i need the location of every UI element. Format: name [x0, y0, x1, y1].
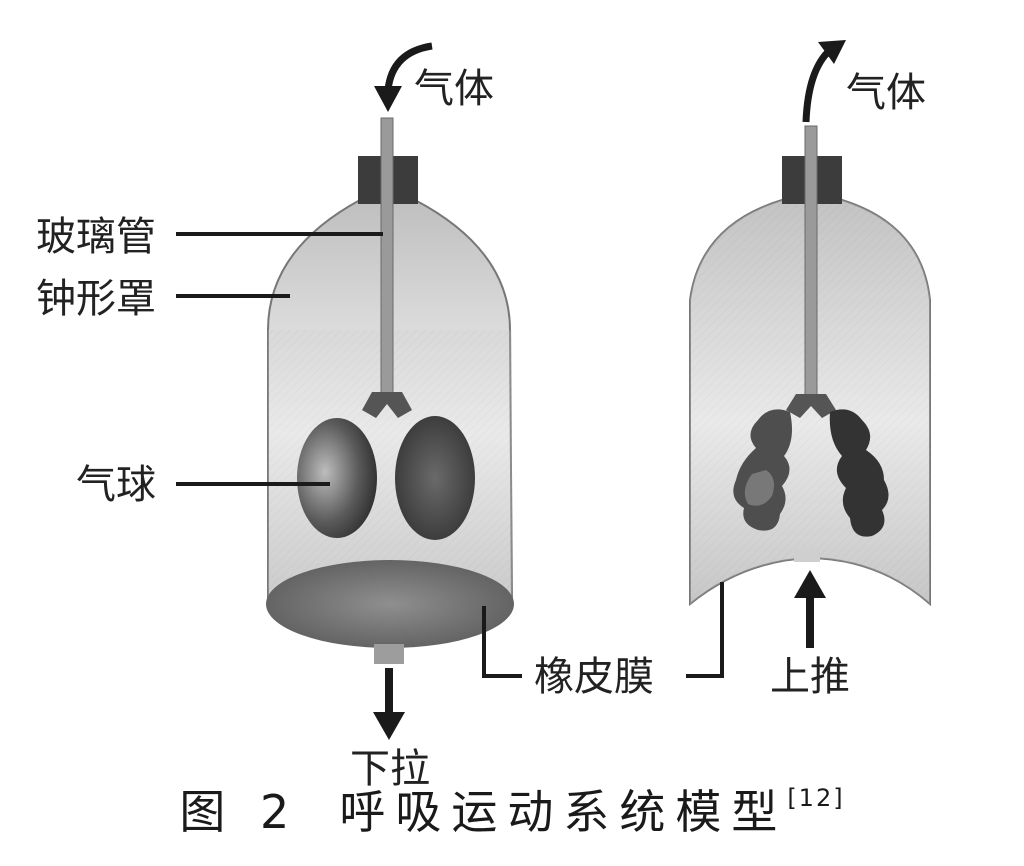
y-connector-right [786, 394, 836, 418]
label-bell-jar: 钟形罩 [36, 276, 156, 322]
glass-tube-right [804, 125, 818, 399]
label-gas-right: 气体 [846, 70, 926, 116]
leader-membrane-left [482, 606, 522, 678]
label-push-up: 上推 [770, 654, 850, 700]
label-gas-left: 气体 [414, 66, 494, 112]
deflated-right-lung [829, 409, 889, 537]
rubber-membrane-left [266, 560, 514, 648]
gas-out-arrow [802, 47, 833, 123]
figure-caption: 图 2 呼吸运动系统模型[12] [0, 776, 1024, 842]
right-model [689, 40, 931, 648]
label-pull-down: 下拉 [350, 746, 430, 792]
y-connector-left [362, 392, 412, 418]
label-rubber-membrane: 橡皮膜 [534, 654, 654, 700]
left-model [266, 42, 514, 740]
label-glass-tube: 玻璃管 [36, 214, 156, 260]
balloon-right-lung [395, 416, 475, 540]
balloon-left-lung [297, 418, 377, 538]
figure-title: 呼吸运动系统模型 [339, 785, 788, 839]
gas-in-arrow [384, 42, 433, 91]
label-balloon: 气球 [76, 462, 156, 508]
leader-membrane-right [686, 582, 724, 678]
glass-tube-left [380, 117, 394, 395]
figure-reference: [12] [787, 784, 845, 812]
figure-number: 图 2 [179, 785, 300, 839]
